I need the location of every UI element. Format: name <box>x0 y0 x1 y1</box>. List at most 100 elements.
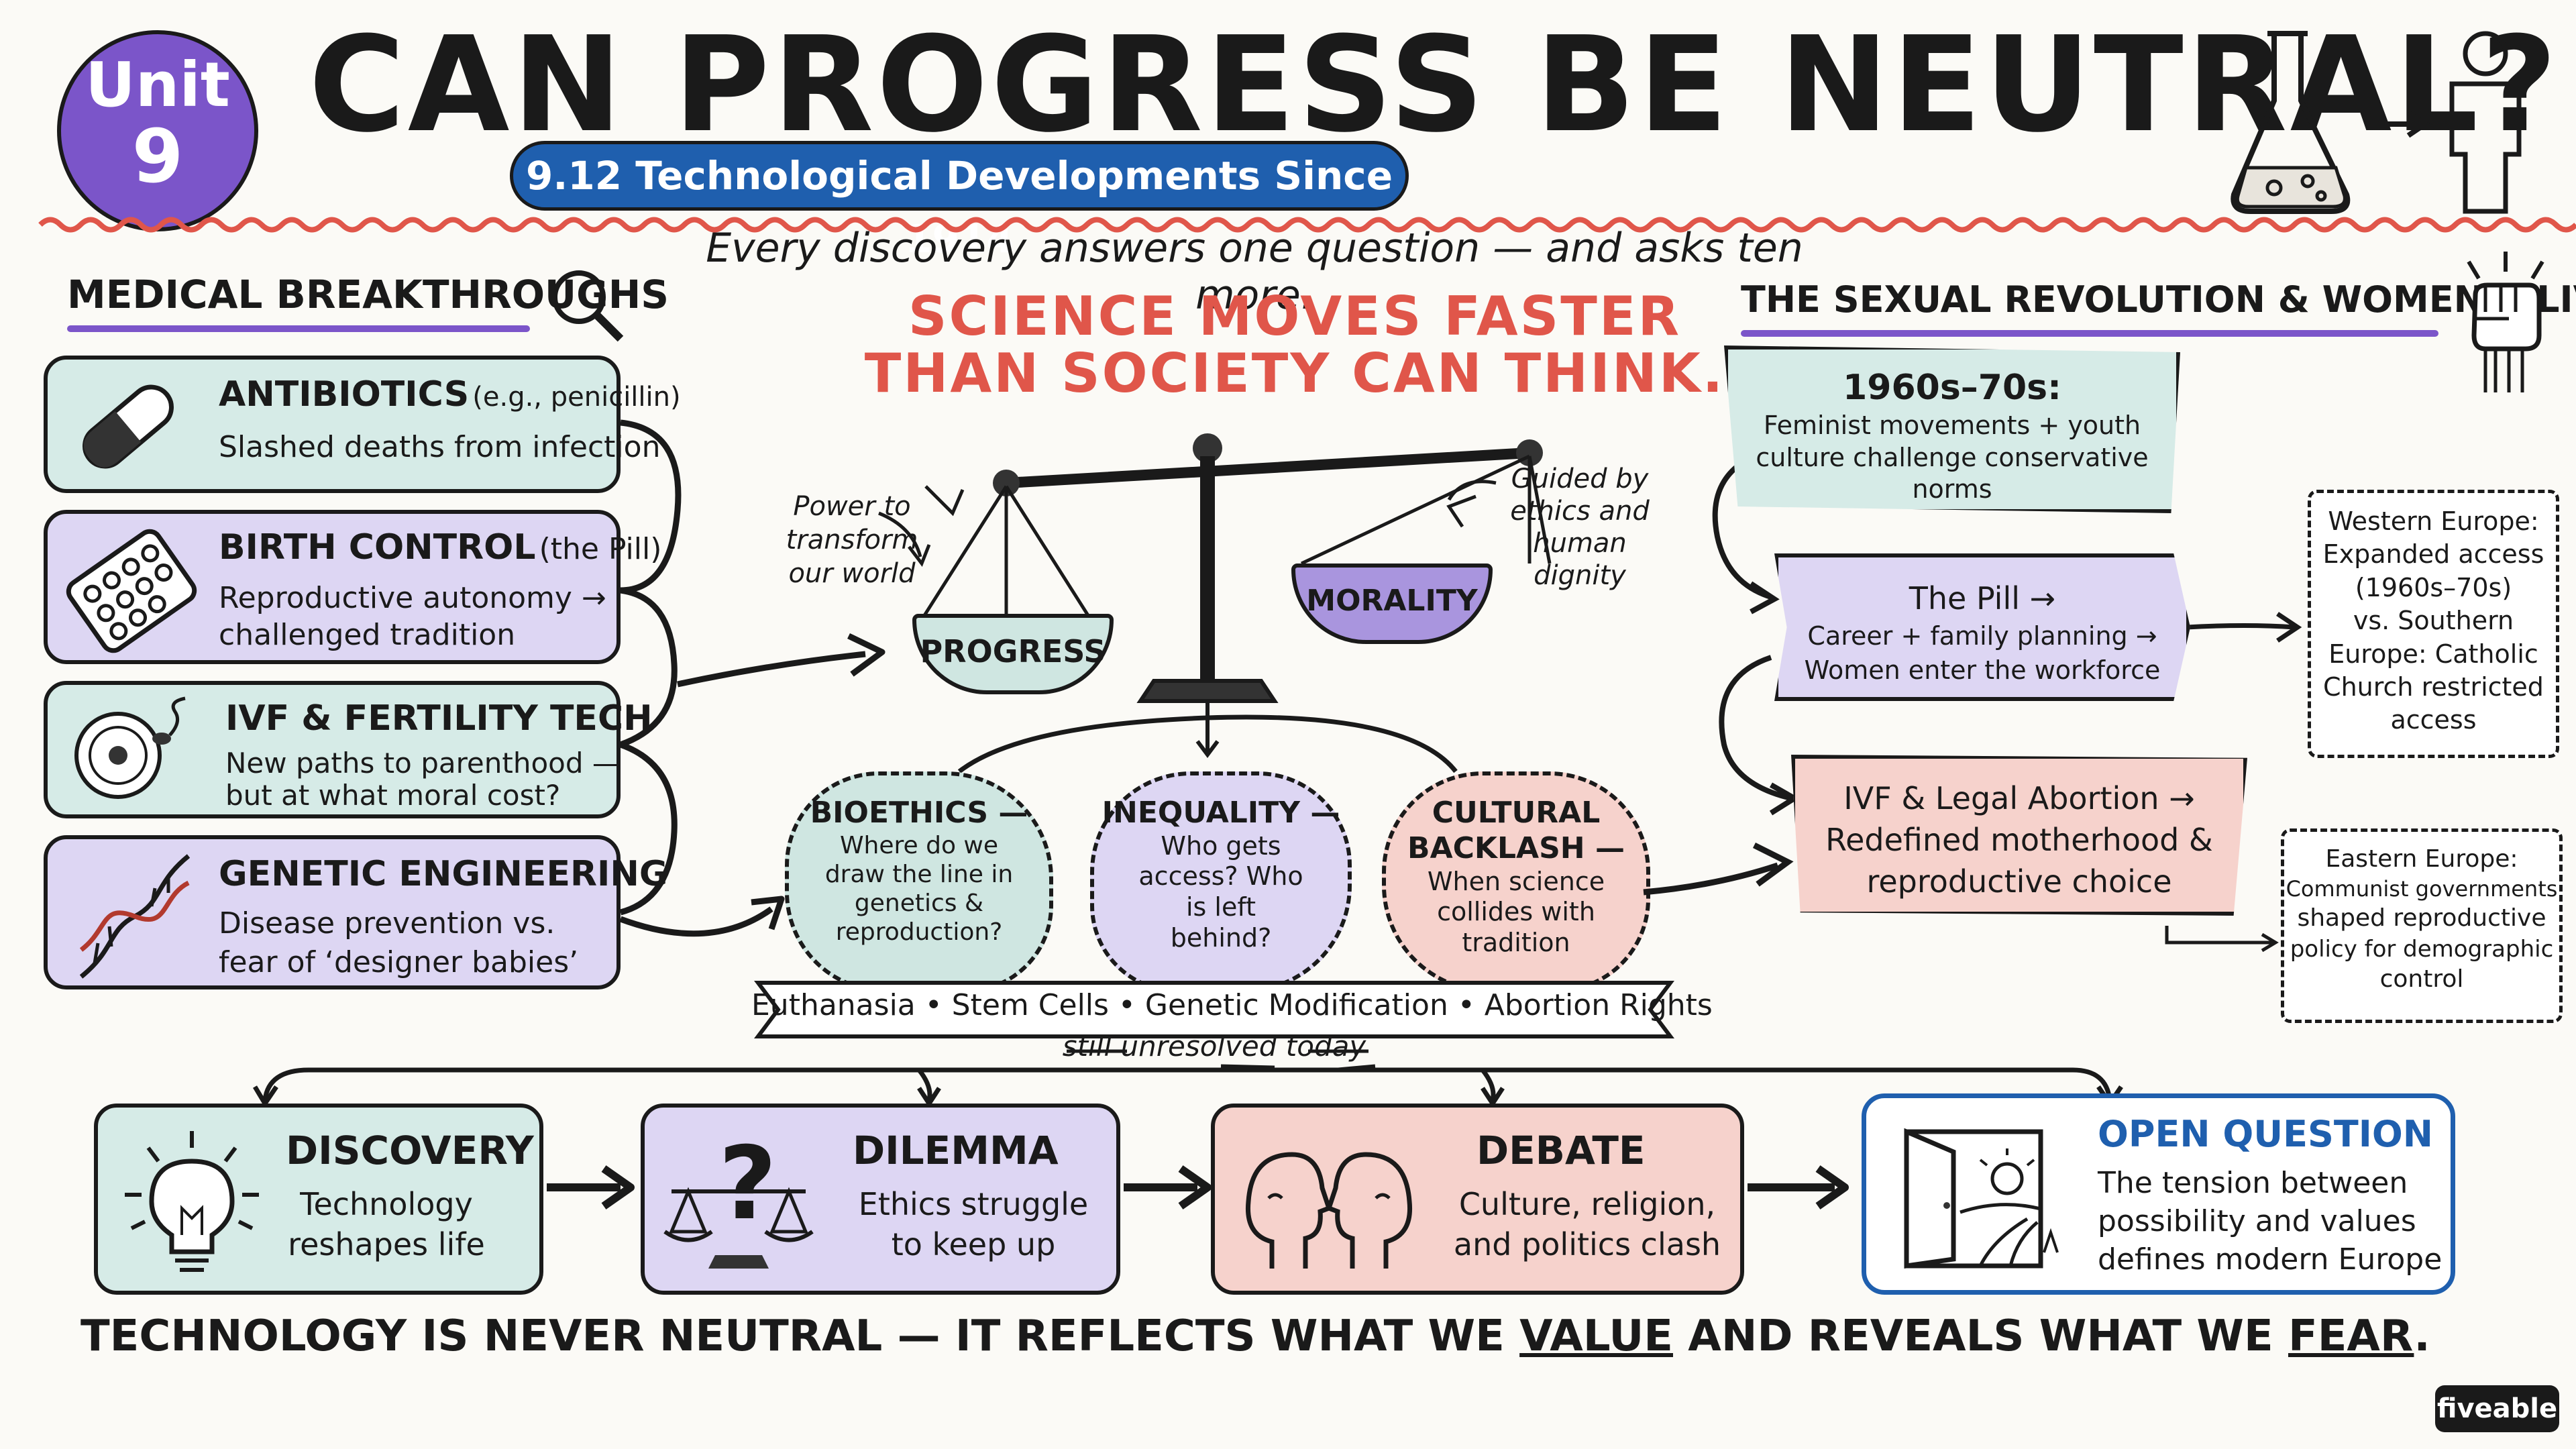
brand-logo-text: fiveable <box>2436 1393 2558 1424</box>
inequality-title: INEQUALITY — <box>1102 796 1340 830</box>
west-l7: access <box>2390 705 2477 735</box>
subtitle-text: 9.12 Technological Developments Since 19… <box>525 153 1393 262</box>
backlash-l4: collides with <box>1437 897 1595 927</box>
svg-text:?: ? <box>718 1126 777 1242</box>
debate-l1: Culture, religion, <box>1458 1186 1716 1222</box>
brand-logo[interactable]: fiveable <box>2435 1385 2559 1432</box>
header-divider <box>38 217 2576 233</box>
tagline: Every discovery answers one question — a… <box>706 225 1803 319</box>
medical-card-genetic: GENETIC ENGINEERING Disease prevention v… <box>44 835 668 989</box>
east-l2: Communist governments <box>2286 875 2558 902</box>
headline-1: SCIENCE MOVES FASTER <box>908 285 1682 347</box>
banner-topics: Euthanasia • Stem Cells • Genetic Modifi… <box>751 988 1713 1022</box>
medical-heading-underline <box>67 325 530 332</box>
open-question-l3: defines modern Europe <box>2098 1242 2443 1277</box>
pill-pack-icon <box>66 529 197 653</box>
genetic-title: GENETIC ENGINEERING <box>219 854 668 894</box>
sexual-box-ivf-abortion: IVF & Legal Abortion → Redefined motherh… <box>1791 755 2247 916</box>
question-scale-icon: ? <box>663 1126 814 1269</box>
medical-card-antibiotics: ANTIBIOTICS (e.g., penicillin) Slashed d… <box>44 356 681 493</box>
east-l4: policy for demographic <box>2290 936 2554 963</box>
footer-part-3: . <box>2414 1311 2430 1361</box>
bioethics-l5: reproduction? <box>835 918 1003 947</box>
sexual-1960s-l1: Feminist movements + youth <box>1763 411 2141 440</box>
birth-control-note: (the Pill) <box>539 532 662 566</box>
dilemma-l2: to keep up <box>891 1226 1056 1263</box>
sexual-pill-l2: Career + family planning → <box>1807 621 2157 651</box>
morality-note-4: dignity <box>1534 560 1626 591</box>
east-l1: Eastern Europe: <box>2325 845 2518 873</box>
sexual-box-1960s: 1960s–70s: Feminist movements + youth cu… <box>1724 345 2180 513</box>
east-l5: control <box>2379 965 2464 994</box>
birth-control-desc-2: challenged tradition <box>219 618 516 652</box>
debate-l2: and politics clash <box>1453 1226 1721 1263</box>
sexual-1960s-l3: norms <box>1912 474 1992 504</box>
sexual-ivf-l3: reproductive choice <box>1866 863 2172 900</box>
sexual-ivf-l2: Redefined motherhood & <box>1825 822 2213 859</box>
sexual-1960s-l2: culture challenge conservative <box>1756 442 2149 472</box>
cloud-inequality: INEQUALITY — Who gets access? Who is lef… <box>1090 771 1352 993</box>
west-l6: Church restricted <box>2323 672 2544 702</box>
genetic-desc-1: Disease prevention vs. <box>219 906 555 941</box>
flow-open-question: OPEN QUESTION The tension between possib… <box>1862 1093 2455 1295</box>
discovery-l1: Technology <box>300 1186 473 1222</box>
balance-scale-icon <box>878 433 1552 758</box>
footer-fear: FEAR <box>2288 1311 2414 1361</box>
open-question-title: OPEN QUESTION <box>2098 1113 2433 1155</box>
discovery-title: DISCOVERY <box>286 1128 534 1173</box>
bioethics-l2: Where do we <box>839 831 999 859</box>
backlash-title-1: CULTURAL <box>1432 796 1601 830</box>
medical-card-ivf: IVF & FERTILITY TECH New paths to parent… <box>44 681 653 818</box>
dna-icon <box>79 854 191 979</box>
open-question-l2: possibility and values <box>2098 1204 2416 1239</box>
open-door-icon <box>1904 1128 2059 1269</box>
sexual-heading: THE SEXUAL REVOLUTION & WOMEN’S LIVES <box>1741 278 2576 321</box>
backlash-title-2: BACKLASH — <box>1407 830 1625 865</box>
morality-note: Guided by ethics and human dignity <box>1493 463 1667 592</box>
dilemma-l1: Ethics struggle <box>858 1186 1089 1222</box>
page-title: CAN PROGRESS BE NEUTRAL? <box>309 9 2560 162</box>
inequality-l3: access? Who <box>1138 861 1303 892</box>
flow-debate: DEBATE Culture, religion, and politics c… <box>1211 1104 1744 1295</box>
inequality-l4: is left <box>1186 892 1256 922</box>
unit-label: Unit <box>85 49 230 121</box>
dilemma-title: DILEMMA <box>853 1128 1059 1173</box>
progress-note-3: our world <box>788 558 916 589</box>
birth-control-title: BIRTH CONTROL <box>219 527 536 568</box>
bioethics-l3: draw the line in <box>824 860 1014 888</box>
footer-part-2: AND REVEALS WHAT WE <box>1673 1311 2288 1361</box>
unit-number: 9 <box>131 113 184 199</box>
open-question-l1: The tension between <box>2098 1166 2408 1200</box>
progress-note-2: transform <box>786 525 918 555</box>
inequality-l2: Who gets <box>1161 830 1281 861</box>
backlash-l3: When science <box>1427 866 1605 896</box>
capsule-icon <box>83 384 174 469</box>
sexual-pill-l3: Women enter the workforce <box>1804 655 2161 686</box>
medical-heading: MEDICAL BREAKTHROUGHS <box>67 272 669 317</box>
east-l3: shaped reproductive <box>2297 904 2546 932</box>
flask-to-person-icon <box>2231 31 2522 214</box>
flow-discovery: DISCOVERY Technology reshapes life <box>94 1104 543 1295</box>
footer-statement: TECHNOLOGY IS NEVER NEUTRAL — IT REFLECT… <box>80 1311 2430 1361</box>
unit-badge: Unit 9 <box>57 30 258 231</box>
sexual-box-pill: The Pill → Career + family planning → Wo… <box>1774 553 2190 701</box>
subtitle-pill: 9.12 Technological Developments Since 19… <box>510 141 1409 262</box>
antibiotics-desc: Slashed deaths from infection <box>219 430 661 464</box>
footer-part-1: TECHNOLOGY IS NEVER NEUTRAL — IT REFLECT… <box>80 1311 1520 1361</box>
sexual-heading-underline <box>1741 330 2438 337</box>
ivf-desc-2: but at what moral cost? <box>225 779 561 812</box>
debate-title: DEBATE <box>1477 1128 1646 1173</box>
ivf-desc-1: New paths to parenthood — <box>225 747 621 780</box>
morality-note-2: ethics and <box>1510 496 1650 527</box>
morality-pan-label: MORALITY <box>1306 584 1478 618</box>
ivf-title: IVF & FERTILITY TECH <box>225 698 653 739</box>
west-l4: vs. Southern <box>2353 606 2514 636</box>
antibiotics-title: ANTIBIOTICS <box>219 374 470 415</box>
inequality-l5: behind? <box>1170 922 1272 953</box>
sexual-pill-l1: The Pill → <box>1909 580 2056 616</box>
raised-fist-icon <box>2467 252 2544 392</box>
headline-2: THAN SOCIETY CAN THINK. <box>864 342 1725 405</box>
bioethics-title: BIOETHICS — <box>810 796 1028 830</box>
